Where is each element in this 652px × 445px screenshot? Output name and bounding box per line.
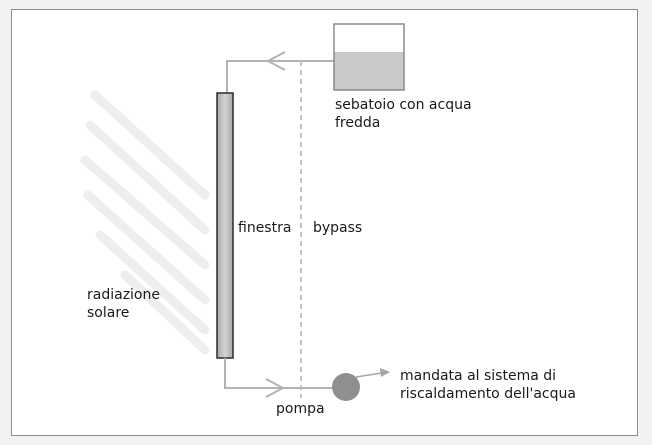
bypass-label: bypass	[313, 220, 363, 236]
top-pipe	[226, 60, 334, 93]
cold-water-tank	[333, 23, 405, 91]
window-label: finestra	[238, 220, 292, 236]
tank-label: sebatoio con acqua fredda	[335, 97, 472, 131]
solar-radiation-label: radiazione solare	[87, 287, 160, 321]
window-collector	[216, 92, 234, 359]
solar-radiation-rays	[80, 90, 210, 355]
pump-icon	[332, 373, 360, 401]
bottom-flow-arrow	[265, 378, 286, 398]
pump-label: pompa	[276, 401, 325, 417]
bottom-pipe	[224, 358, 333, 389]
delivery-label: mandata al sistema di riscaldamento dell…	[400, 368, 576, 402]
delivery-arrow	[355, 368, 390, 378]
top-flow-arrow	[265, 51, 286, 71]
